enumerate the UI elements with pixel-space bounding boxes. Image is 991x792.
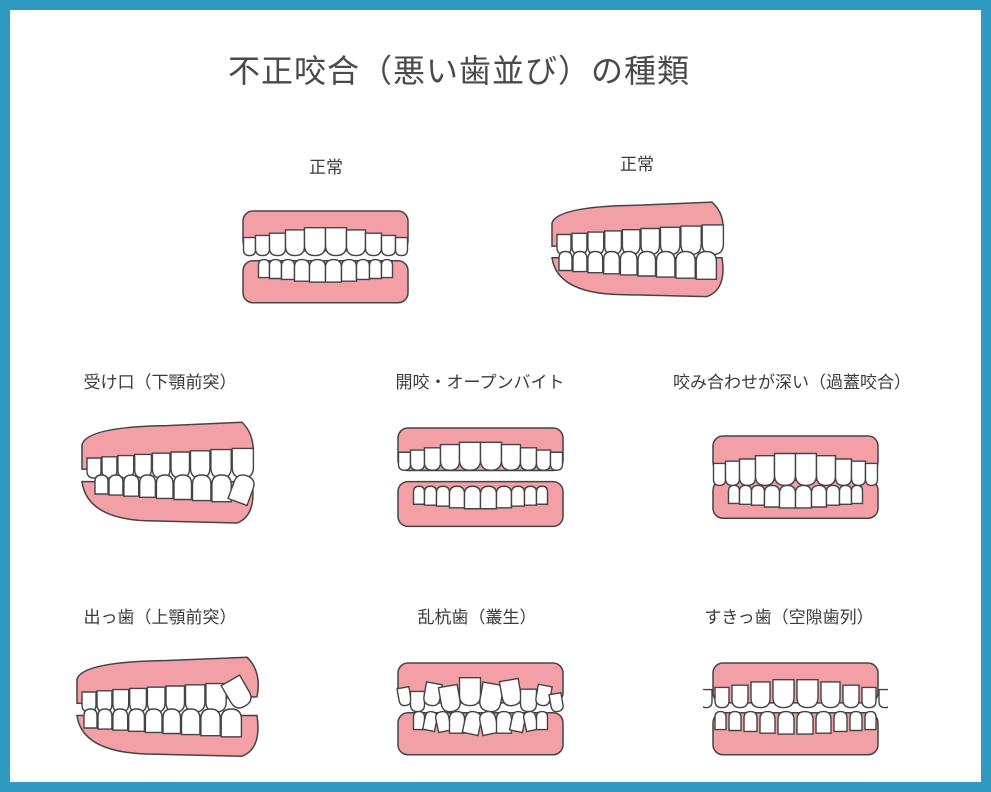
label-spacing: すきっ歯（空隙歯列） <box>704 608 874 628</box>
label-crowding: 乱杭歯（叢生） <box>417 608 537 628</box>
label-overjet: 出っ歯（上顎前突） <box>83 608 237 628</box>
diagram-title: 不正咬合（悪い歯並び）の種類 <box>228 52 691 90</box>
front-bite-openbite-icon <box>397 427 564 528</box>
label-underbite: 受け口（下顎前突） <box>83 373 237 393</box>
front-bite-spacing-icon <box>703 662 888 756</box>
label-normal-front: 正常 <box>309 158 343 178</box>
label-deepbite: 咬み合わせが深い（過蓋咬合） <box>673 373 911 393</box>
side-bite-normal-icon <box>551 201 725 298</box>
front-bite-crowding-icon <box>396 662 564 756</box>
side-bite-underbite-icon <box>81 421 255 524</box>
front-bite-deepbite-icon <box>712 435 879 519</box>
front-bite-normal-icon <box>242 210 409 304</box>
label-normal-side: 正常 <box>620 155 654 175</box>
label-openbite: 開咬・オープンバイト <box>395 373 565 393</box>
side-bite-overjet-icon <box>76 656 259 757</box>
